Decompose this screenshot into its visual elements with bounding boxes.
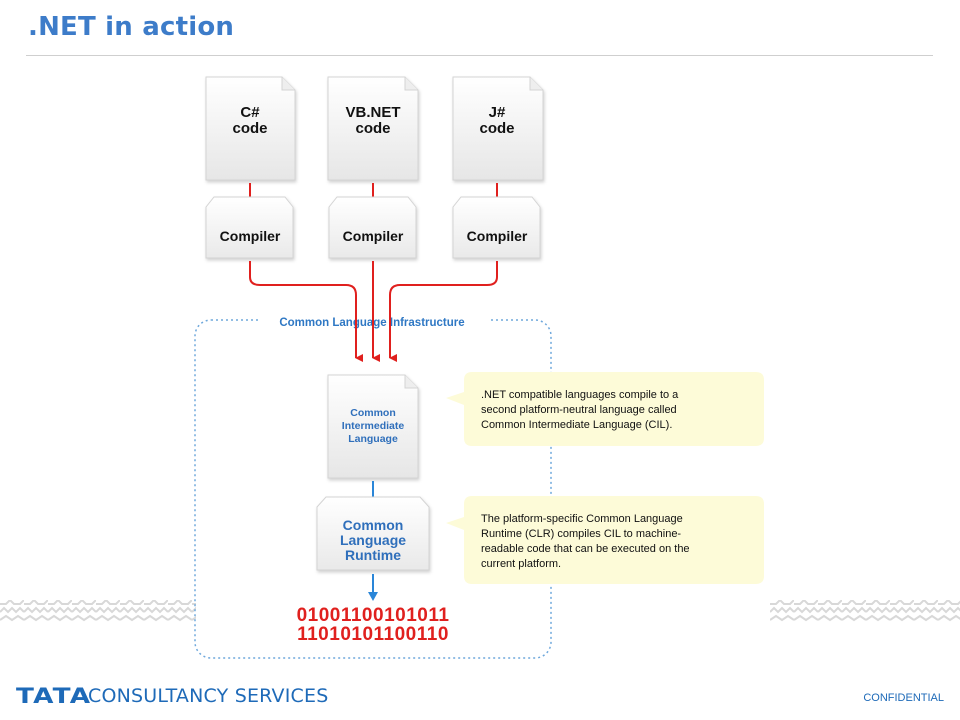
red-arrow [249,261,363,362]
tcs-logo: TATA CONSULTANCY SERVICES [16,684,328,708]
callout-text-line: Runtime (CLR) compiles CIL to machine- [481,528,681,540]
red-arrow [389,261,498,362]
callout-cil [446,372,764,446]
title-divider [26,55,933,56]
source-label-line2: code [479,120,514,137]
slide-title: .NET in action [28,12,235,42]
callout-text-line: readable code that can be executed on th… [481,543,690,555]
cil-label-line3: Language [348,433,398,445]
source-doc-vbnet [327,76,419,181]
clr-box [316,496,430,571]
callout-text-line: second platform-neutral language called [481,404,677,416]
blue-arrowhead [368,592,378,601]
compiler-box [452,196,541,259]
callout-text-line: .NET compatible languages compile to a [481,389,679,401]
callout-text-line: Common Intermediate Language (CIL). [481,419,672,431]
callout-text-line: current platform. [481,558,561,570]
source-doc-jsharp [452,76,544,181]
source-label-line2: code [232,120,267,137]
source-label-line1: VB.NET [345,104,400,121]
tata-wordmark: TATA [16,684,92,708]
binary-output-line1: 01001100101011 [297,605,450,626]
clr-label-line3: Runtime [345,547,401,563]
source-doc-csharp [205,76,296,181]
cil-label-line2: Intermediate [342,420,405,432]
compiler-label: Compiler [220,228,281,244]
source-label-line1: J# [489,104,506,121]
compiler-box [205,196,294,259]
tcs-wordmark: CONSULTANCY SERVICES [88,685,329,707]
decorative-pattern-left [0,600,196,622]
clr-label-line2: Language [340,532,406,548]
source-label-line2: code [355,120,390,137]
clr-label-line1: Common [343,517,404,533]
callout-clr [446,496,764,584]
cil-label-line1: Common [350,407,396,419]
compiler-label: Compiler [467,228,528,244]
confidential-label: CONFIDENTIAL [863,692,944,704]
compiler-box [328,196,417,259]
binary-output-line2: 11010101100110 [297,624,449,645]
decorative-pattern-right [770,600,960,622]
source-label-line1: C# [240,104,260,121]
callout-text-line: The platform-specific Common Language [481,513,683,525]
cil-document [327,374,419,479]
compiler-label: Compiler [343,228,404,244]
